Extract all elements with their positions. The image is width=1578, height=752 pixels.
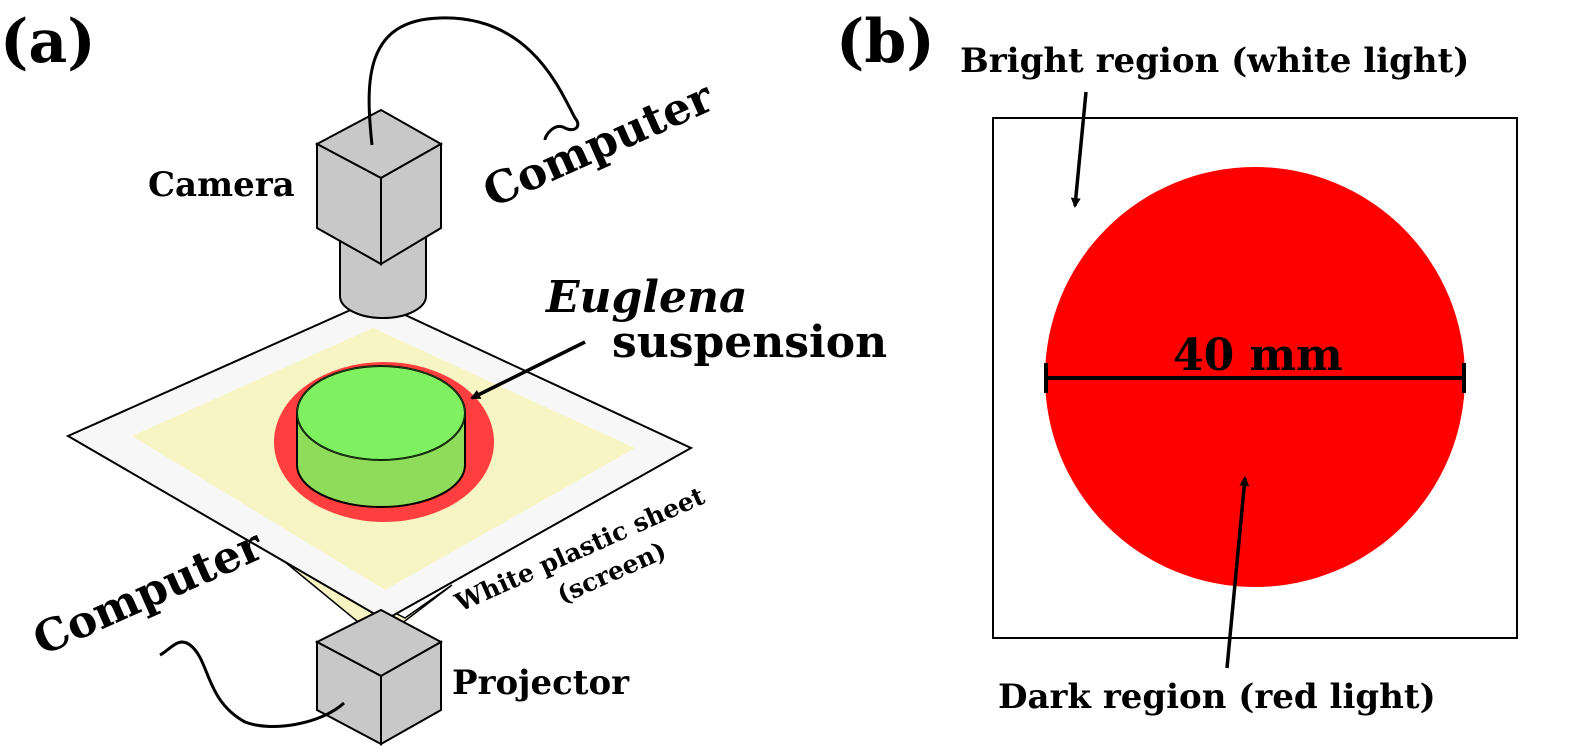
dark-region-arrow (1225, 476, 1250, 669)
diameter-bar (1044, 363, 1466, 393)
camera (314, 108, 444, 319)
panel-b: (b) Bright region (white light) 40 mm Da… (836, 7, 1518, 717)
camera-label: Camera (148, 165, 295, 205)
euglena-label: Euglena (544, 272, 748, 323)
projector-label: Projector (452, 663, 630, 703)
diameter-label: 40 mm (1173, 330, 1343, 381)
camera-cable (367, 16, 580, 146)
petri-dish (296, 365, 466, 508)
bright-region-arrow (1070, 91, 1088, 208)
dark-region-label: Dark region (red light) (998, 677, 1436, 717)
euglena-arrow (470, 340, 586, 400)
panel-a: (a) (0, 7, 887, 746)
suspension-label: suspension (612, 317, 887, 368)
panel-b-label: (b) (836, 7, 935, 77)
panel-a-label: (a) (0, 7, 96, 77)
projector-cable (159, 640, 346, 728)
bright-region-label: Bright region (white light) (960, 41, 1469, 81)
computer-bottom-label: Computer (26, 519, 271, 666)
projector (314, 608, 444, 746)
computer-top-label: Computer (476, 71, 721, 218)
